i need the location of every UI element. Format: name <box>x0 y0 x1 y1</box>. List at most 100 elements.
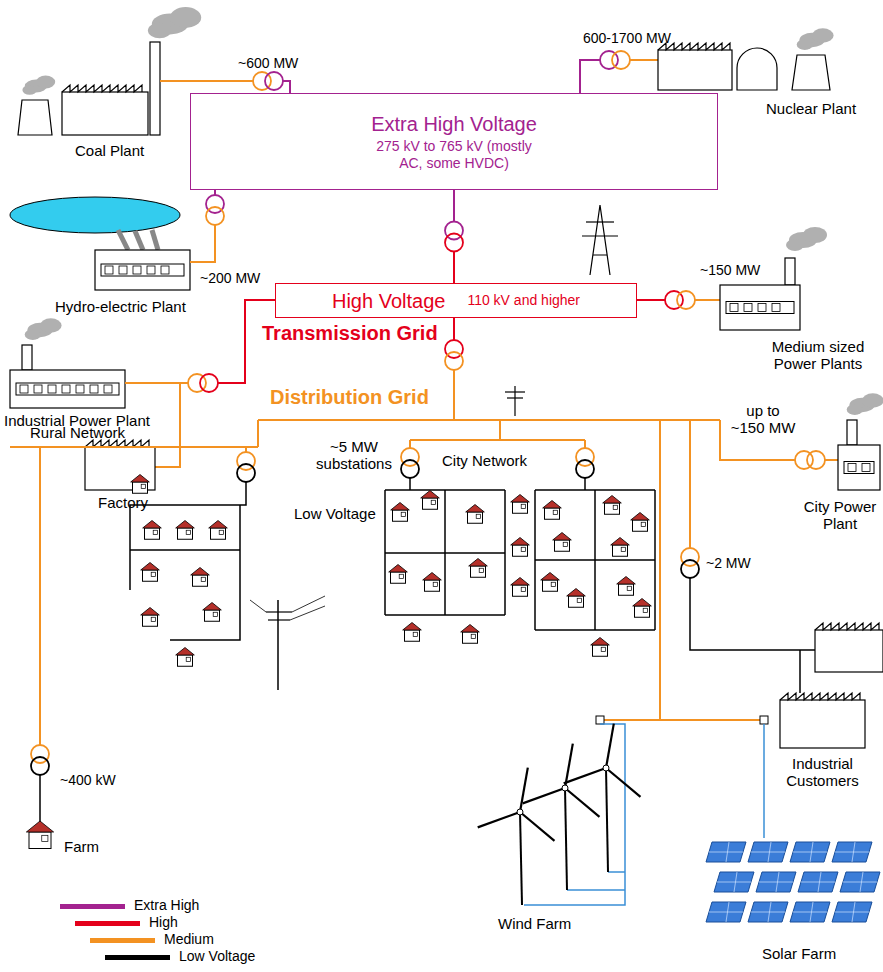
wire <box>584 478 586 490</box>
wire <box>125 382 188 384</box>
window-band <box>16 383 119 395</box>
utility-pole <box>514 386 515 416</box>
grid-heading: Distribution Grid <box>270 386 429 409</box>
house-roof <box>176 521 195 529</box>
solar-panel <box>798 872 838 892</box>
house-roof <box>26 821 53 832</box>
wire <box>10 446 258 448</box>
wire <box>160 80 253 82</box>
smoke <box>148 23 171 39</box>
house-body <box>593 645 608 656</box>
wire <box>637 299 665 301</box>
street-cable <box>385 614 505 616</box>
panel-cell-line <box>852 842 855 862</box>
legend-swatch <box>75 921 140 926</box>
pylon-arm <box>582 235 618 236</box>
house-roof <box>131 475 150 483</box>
transformer-coil <box>401 460 419 478</box>
wire <box>763 724 765 838</box>
penstock <box>135 231 143 250</box>
house-roof <box>191 568 210 576</box>
legend-label: High <box>149 914 178 930</box>
wire <box>659 420 661 720</box>
house-window <box>521 547 525 551</box>
wire <box>567 889 625 891</box>
house-body <box>391 572 406 583</box>
caption-label: ~5 MW substations <box>314 438 394 473</box>
house-window <box>563 542 567 546</box>
sawtooth-roof <box>815 623 879 630</box>
panel-cell-line <box>810 842 813 862</box>
house-roof <box>617 577 636 585</box>
legend-label: Extra High <box>134 897 199 913</box>
wire <box>39 447 41 745</box>
house-window <box>643 608 647 612</box>
house-body <box>605 503 620 514</box>
chimney <box>22 345 32 370</box>
legend-label: Medium <box>164 931 214 947</box>
solar-panel <box>832 902 872 922</box>
house-body <box>178 655 193 666</box>
transformer-coil <box>612 51 630 69</box>
reactor-dome <box>737 48 777 90</box>
smoke <box>803 227 827 243</box>
caption-label: ~2 MW <box>706 555 751 571</box>
house-window <box>151 572 155 576</box>
caption-label: City Power Plant <box>800 498 880 533</box>
window <box>105 266 113 274</box>
house-body <box>513 545 528 556</box>
wire <box>170 505 240 640</box>
house-body <box>619 584 634 595</box>
caption-label: Solar Farm <box>762 945 836 962</box>
chimney <box>785 258 795 285</box>
wire <box>630 59 658 61</box>
house-roof <box>553 533 572 541</box>
house-body <box>193 575 208 586</box>
window <box>758 304 766 312</box>
turbine-blade <box>606 724 614 768</box>
box-subtext: 110 kV and higher <box>467 292 580 309</box>
house-body <box>423 498 438 509</box>
turbine-blade <box>523 788 565 803</box>
transformer-coil <box>807 451 825 469</box>
window <box>20 385 28 393</box>
house-window <box>42 835 48 841</box>
house-roof <box>391 503 410 511</box>
house-roof <box>591 638 610 646</box>
house-window <box>431 500 435 504</box>
wire <box>409 440 411 448</box>
panel-cell-line <box>751 912 785 913</box>
house-window <box>399 574 403 578</box>
panel-cell-line <box>709 852 743 853</box>
house-roof <box>611 538 630 546</box>
house-window <box>219 530 223 534</box>
street-cable <box>385 552 505 554</box>
house-body <box>468 512 483 523</box>
panel-cell-line <box>768 842 771 862</box>
window <box>730 304 738 312</box>
wire <box>258 419 720 421</box>
window <box>34 385 42 393</box>
house-roof <box>143 521 162 529</box>
house-body <box>613 545 628 556</box>
panel-cell-line <box>835 852 869 853</box>
transformer-coil <box>265 72 283 90</box>
wire <box>190 225 215 262</box>
panel-cell-line <box>801 882 835 883</box>
house-roof <box>141 608 160 616</box>
turbine-hub <box>603 765 609 771</box>
panel-cell-line <box>751 852 785 853</box>
house-window <box>153 530 157 534</box>
pole-arm <box>507 397 523 398</box>
window-band <box>844 462 874 474</box>
house-body <box>633 520 648 531</box>
house-body <box>145 528 160 539</box>
house-body <box>29 832 51 849</box>
transformer-coil <box>445 234 463 252</box>
wire <box>825 459 838 461</box>
street-cable <box>654 490 656 630</box>
window <box>161 266 169 274</box>
wire <box>453 318 455 340</box>
overhead-wire <box>292 596 325 612</box>
house-roof <box>176 648 195 656</box>
